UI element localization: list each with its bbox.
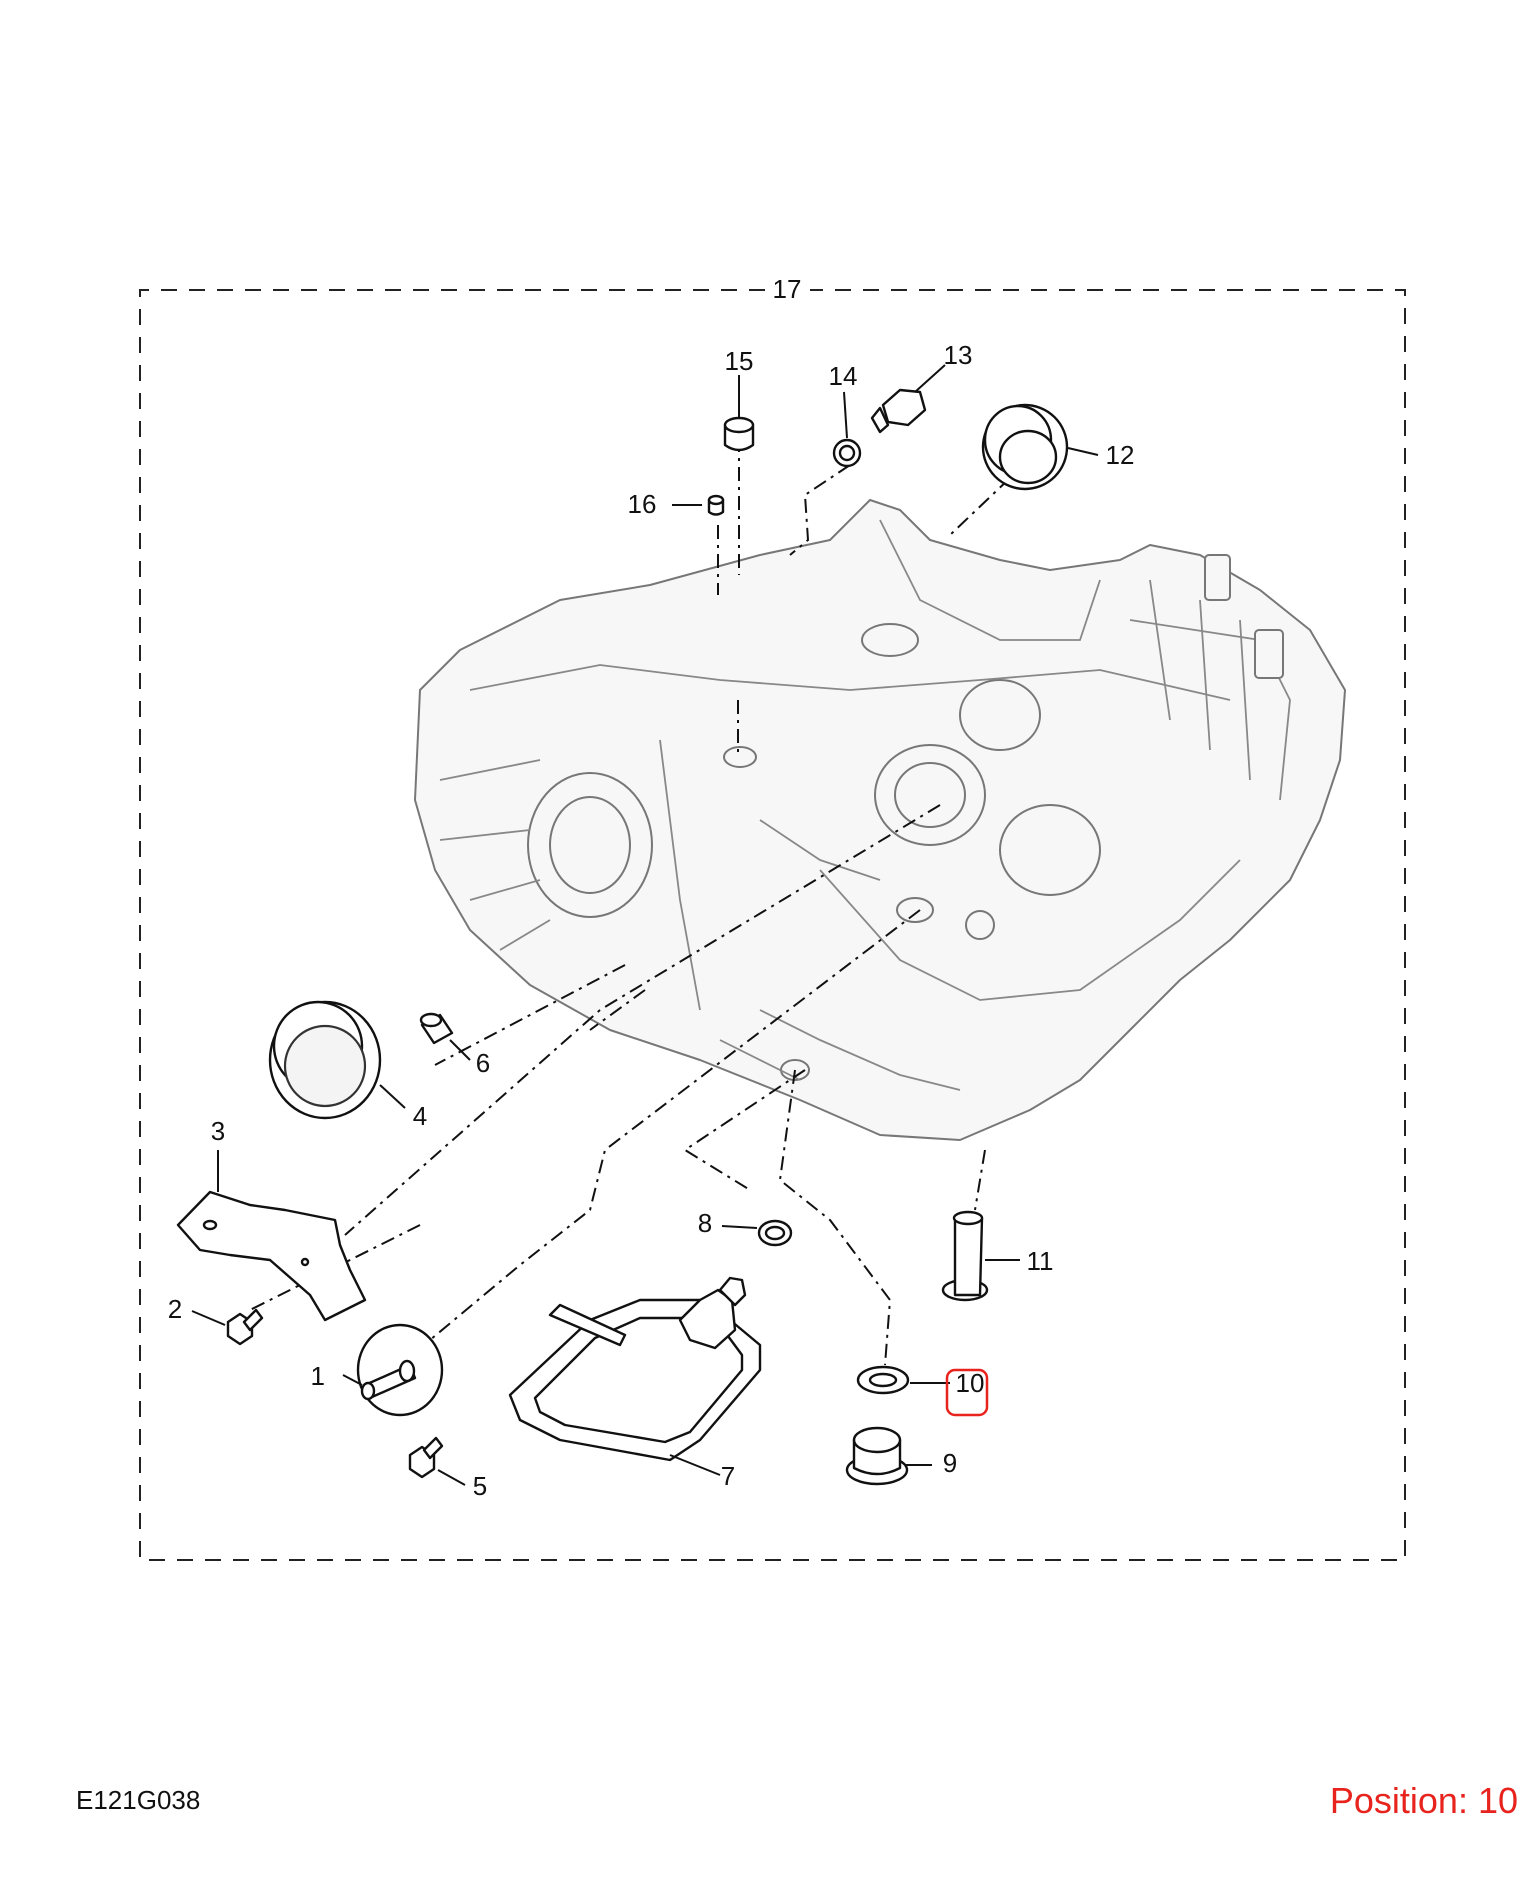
part-16-pin[interactable]: 16 [628,489,725,519]
callout-1[interactable]: 1 [311,1361,325,1391]
transmission-housing [414,499,1346,1141]
callout-17[interactable]: 17 [773,274,802,304]
position-label: Position: 10 [1329,1780,1518,1821]
part-13-plug[interactable]: 13 [870,340,973,434]
callout-10[interactable]: 10 [956,1368,985,1398]
part-9-drain-plug[interactable]: 9 [845,1426,957,1486]
callout-6[interactable]: 6 [476,1048,490,1078]
part-12-shaft-seal[interactable]: 12 [981,403,1135,491]
callout-14[interactable]: 14 [829,361,858,391]
part-15-sleeve[interactable]: 15 [723,346,755,452]
part-2-bolt[interactable]: 2 [168,1294,264,1346]
figure-code: E121G038 [76,1785,201,1815]
part-4-seal-ring[interactable]: 4 [268,1000,427,1131]
part-14-o-ring[interactable]: 14 [829,361,862,468]
callout-12[interactable]: 12 [1106,440,1135,470]
part-3-shield-plate[interactable]: 3 [176,1116,367,1322]
callout-16[interactable]: 16 [628,489,657,519]
part-5-bolt[interactable]: 5 [408,1436,487,1501]
callout-4[interactable]: 4 [413,1101,427,1131]
callout-7[interactable]: 7 [721,1461,735,1491]
part-10-sealing-washer[interactable]: 10 [856,1365,989,1417]
callout-2[interactable]: 2 [168,1294,182,1324]
assembly-frame: 17 [139,274,1406,1561]
callout-9[interactable]: 9 [943,1448,957,1478]
part-6-dowel[interactable]: 6 [419,1012,490,1078]
callout-13[interactable]: 13 [944,340,973,370]
selected-callout-highlight [945,1368,989,1417]
part-11-guide-tube[interactable]: 11 [941,1210,1054,1302]
part-8-o-ring[interactable]: 8 [698,1208,793,1247]
callout-5[interactable]: 5 [473,1471,487,1501]
part-1-stud-shield[interactable]: 1 [311,1323,444,1417]
callout-11[interactable]: 11 [1027,1246,1054,1276]
callout-8[interactable]: 8 [698,1208,712,1238]
callout-15[interactable]: 15 [725,346,754,376]
callout-3[interactable]: 3 [211,1116,225,1146]
part-7-filter[interactable]: 7 [508,1276,762,1491]
